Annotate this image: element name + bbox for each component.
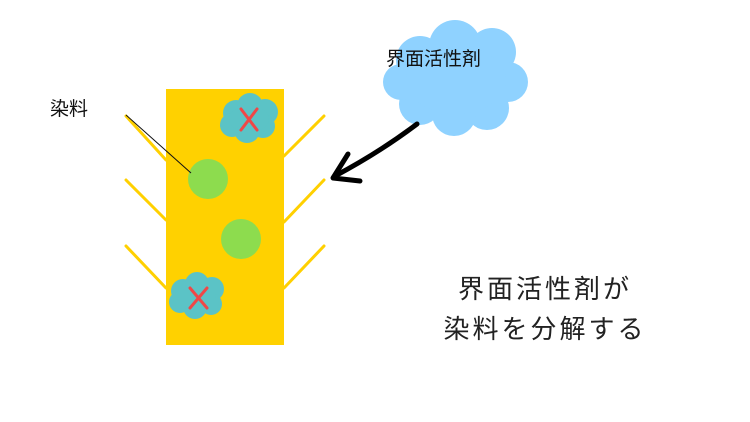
fiber-hair	[282, 178, 326, 224]
dye-label: 染料	[50, 98, 89, 120]
fiber-hair	[124, 244, 168, 290]
dye-leader-line	[125, 114, 192, 174]
dye-particle	[188, 159, 228, 199]
fiber-hairs	[124, 114, 326, 290]
surfactant-cloud	[383, 20, 528, 136]
fiber-hair	[124, 178, 168, 222]
dye-particle	[221, 219, 261, 259]
cross-mark-icon	[239, 107, 259, 132]
fiber-hair	[282, 114, 326, 158]
arrow-icon	[330, 121, 420, 184]
fiber-hair	[282, 244, 326, 290]
caption-line-1: 界面活性剤が	[457, 275, 632, 305]
broken-dye-top	[220, 93, 278, 143]
arrow-shaft	[332, 121, 420, 179]
caption: 界面活性剤が 染料を分解する	[410, 270, 680, 350]
cross-mark-icon	[188, 286, 209, 310]
caption-line-2: 染料を分解する	[443, 315, 647, 345]
broken-dye-bottom	[169, 272, 224, 319]
fiber-hair	[124, 114, 168, 162]
arrow-head	[330, 151, 363, 184]
surfactant-label: 界面活性剤	[386, 48, 482, 70]
